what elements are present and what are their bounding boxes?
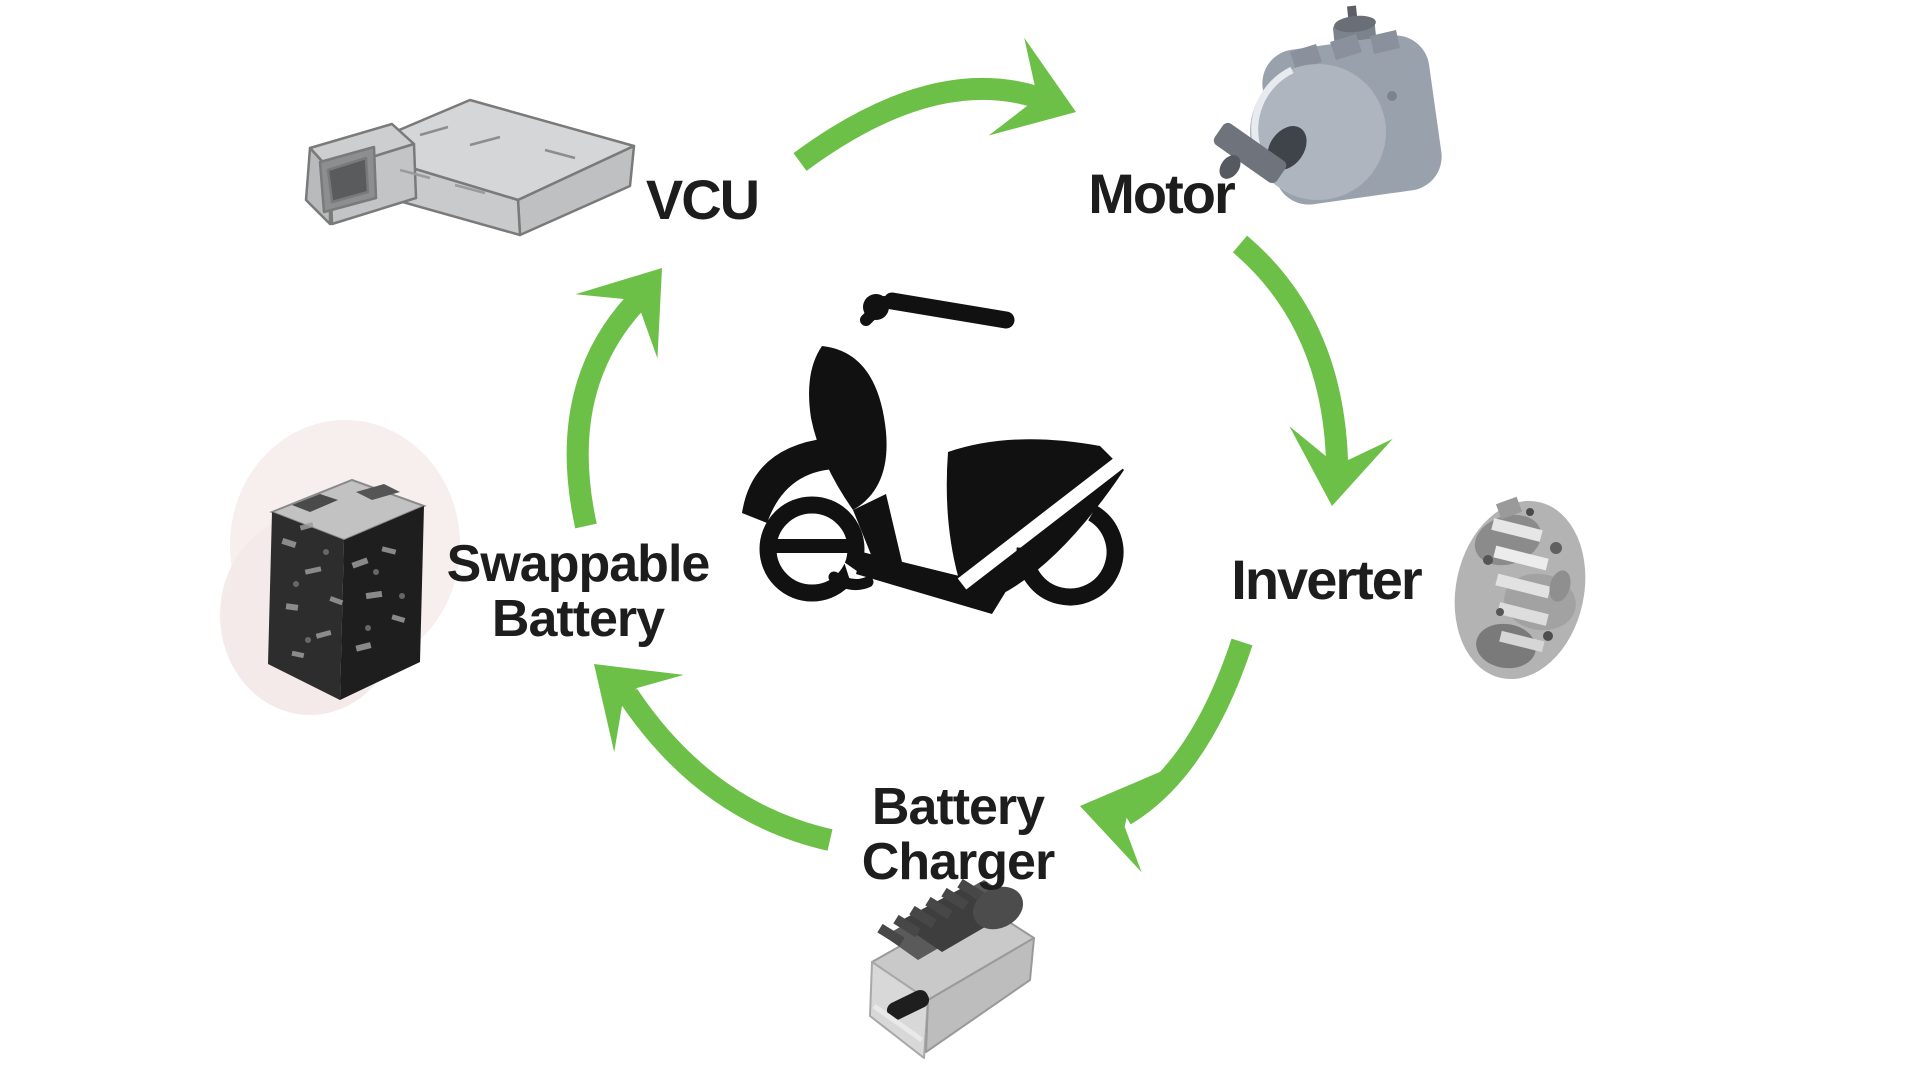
vcu-controller-image bbox=[304, 98, 636, 237]
inverter-image bbox=[1454, 496, 1586, 680]
swappable-battery-label: Swappable Battery bbox=[446, 535, 711, 648]
battery-charger-label-line1: Battery bbox=[871, 778, 1045, 836]
swappable-battery-label-line1: Swappable bbox=[446, 535, 711, 593]
electric-scooter-icon bbox=[742, 292, 1125, 614]
arrow-inverter-to-charger bbox=[1080, 638, 1253, 873]
electric-motor-image bbox=[1213, 5, 1442, 205]
swappable-battery-image bbox=[220, 420, 460, 715]
arrow-motor-to-inverter bbox=[1232, 235, 1393, 506]
swappable-battery-label-line2: Battery bbox=[491, 590, 665, 648]
battery-charger-image bbox=[869, 878, 1035, 1059]
battery-charger-label-line2: Charger bbox=[861, 833, 1055, 891]
motor-label: Motor bbox=[1088, 162, 1236, 225]
arrow-battery-to-vcu bbox=[566, 268, 662, 529]
battery-charger-label: Battery Charger bbox=[861, 778, 1055, 891]
inverter-label: Inverter bbox=[1231, 548, 1422, 611]
arrow-charger-to-battery bbox=[594, 664, 833, 851]
arrow-vcu-to-motor bbox=[793, 37, 1076, 171]
vcu-label: VCU bbox=[645, 168, 760, 231]
